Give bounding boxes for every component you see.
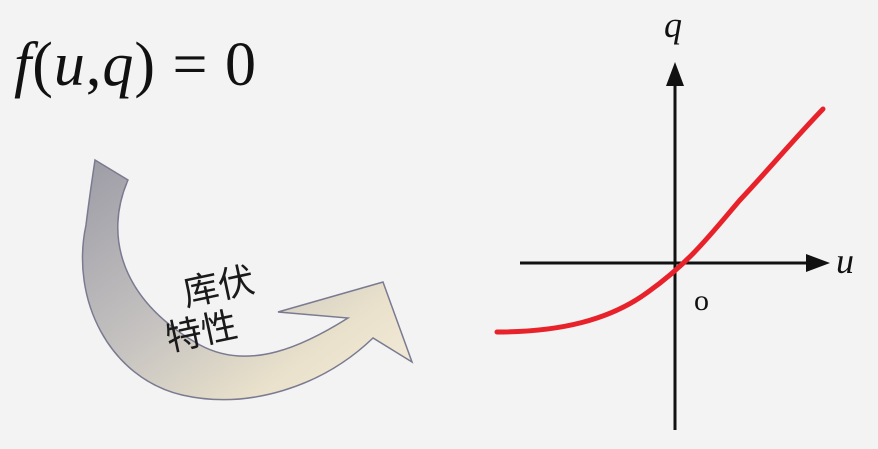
characteristic-curve bbox=[494, 106, 826, 335]
equation-function-name: f bbox=[14, 31, 33, 99]
u-axis-label: u bbox=[836, 241, 854, 281]
u-axis-arrowhead-icon bbox=[806, 254, 830, 272]
origin-label: o bbox=[694, 284, 709, 317]
equation-open-paren: ( bbox=[32, 31, 54, 99]
equation-variable-u: u bbox=[53, 31, 86, 99]
equation-rhs: 0 bbox=[225, 31, 258, 99]
q-axis-label: q bbox=[664, 5, 682, 45]
equation-comma: , bbox=[85, 31, 103, 99]
equation-equals: = bbox=[156, 31, 226, 99]
equation-close-paren: ) bbox=[134, 31, 157, 99]
equation: f(u,q) = 0 bbox=[14, 30, 257, 101]
curved-arrow-icon bbox=[81, 158, 414, 401]
equation-variable-q: q bbox=[102, 31, 135, 99]
q-axis-arrowhead-icon bbox=[666, 62, 684, 86]
